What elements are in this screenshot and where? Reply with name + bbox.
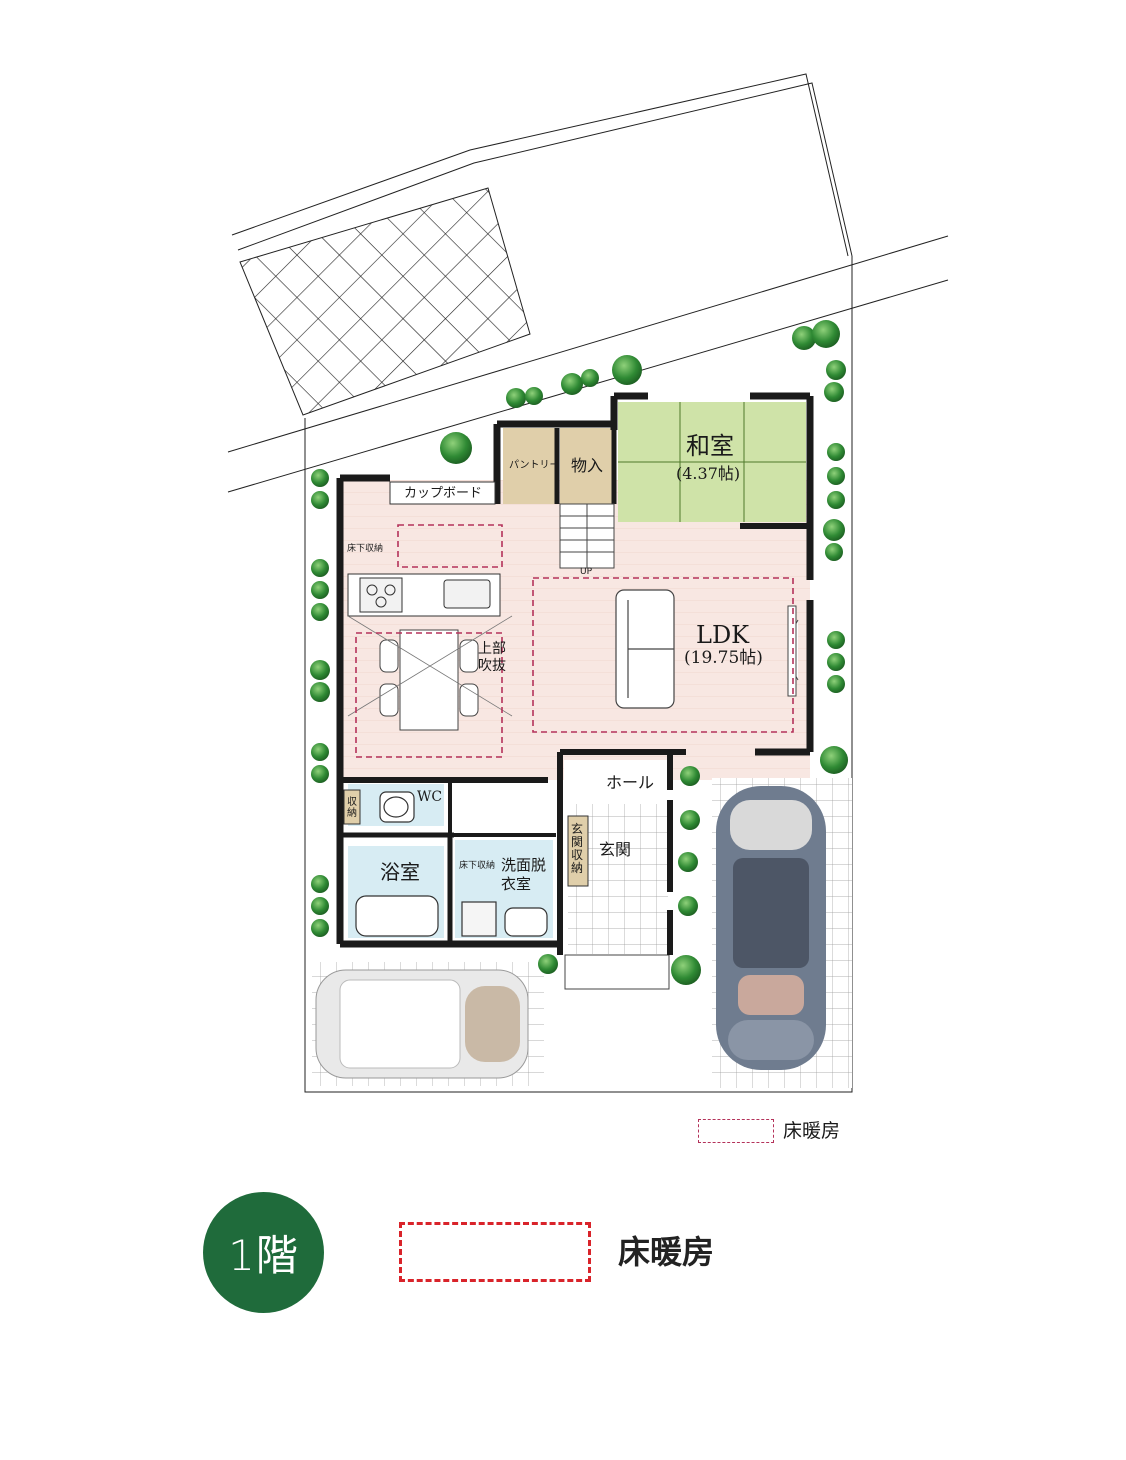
room-label-washitsu: 和室 [686, 432, 734, 460]
legend-small-label: 床暖房 [783, 1120, 841, 1142]
site-lines [227, 73, 949, 1093]
car-right [716, 786, 826, 1070]
label-pantry: パントリー [509, 460, 560, 471]
legend-small-dashed-box [698, 1119, 774, 1143]
floor-badge-label: 1階 [228, 1231, 299, 1280]
fukinuke-lines [347, 615, 513, 717]
room-label-bathroom: 浴室 [380, 860, 420, 884]
label-underfloor-storage-kitchen: 床下収納 [347, 544, 384, 554]
label-storage: 物入 [571, 456, 604, 475]
room-label-washroom: 洗面脱衣室 [501, 856, 547, 893]
tatami-lines [618, 402, 806, 522]
room-label-entrance: 玄関 [599, 840, 632, 859]
label-stairs-up: UP [580, 567, 593, 577]
kitchen [347, 481, 501, 617]
legend-dashed-box [399, 1222, 591, 1282]
walls [336, 392, 814, 955]
room-label-ldk: LDK [696, 621, 750, 649]
label-fukinuke: 上部吹抜 [478, 641, 506, 674]
shrubs [310, 320, 848, 985]
room-size-ldk: (19.75帖) [684, 648, 763, 668]
dining-table [379, 629, 479, 731]
sofa [615, 589, 675, 709]
label-cupboard: カップボード [404, 486, 483, 501]
room-label-wc: WC [417, 789, 443, 805]
room-size-washitsu: (4.37帖) [676, 464, 741, 483]
label-entrance-storage: 玄関収納 [571, 822, 584, 875]
floor-heating-zones [355, 524, 794, 758]
legend-main-label: 床暖房 [618, 1233, 715, 1271]
car-left [315, 969, 529, 1079]
label-underfloor-storage-washroom: 床下収納 [459, 861, 496, 871]
stairs [559, 503, 615, 569]
label-wc-storage: 収納 [347, 797, 357, 819]
room-label-hall: ホール [606, 773, 655, 792]
lattice-paving [239, 187, 531, 416]
storage-boxes [343, 789, 589, 887]
bath-fixtures [355, 791, 548, 937]
floor-badge: 1階 [203, 1192, 324, 1313]
